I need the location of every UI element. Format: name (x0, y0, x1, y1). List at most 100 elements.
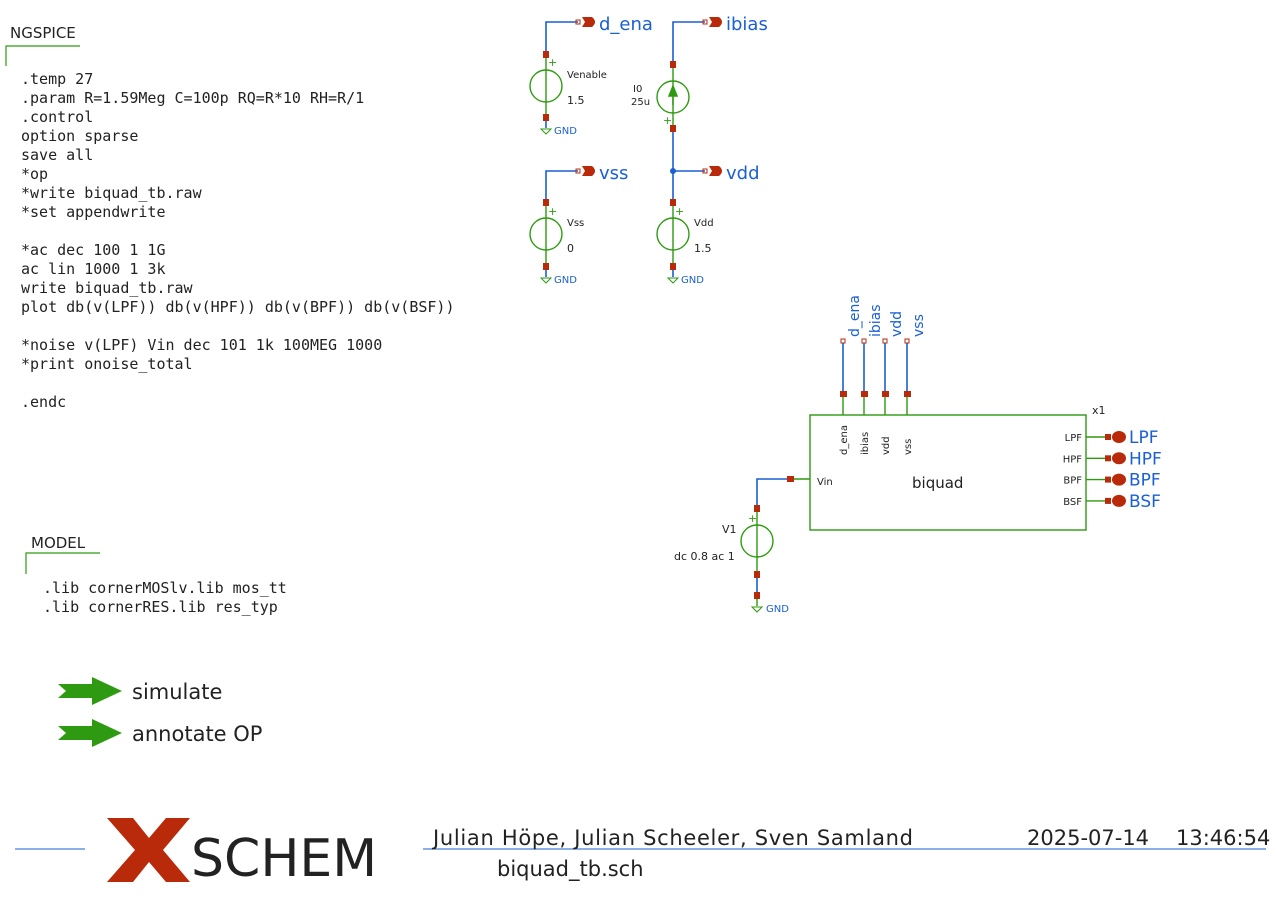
title-block: SCHEM Julian Höpe, Julian Scheeler, Sven… (15, 818, 1270, 889)
pin-d_ena (840, 391, 847, 397)
code-line: option sparse (21, 127, 138, 145)
vdd-name: Vdd (694, 218, 714, 229)
pin-label-bpf: BPF (1063, 476, 1082, 487)
net-label-bsf: BSF (1129, 492, 1161, 512)
net-label-ibias: ibias (868, 304, 884, 337)
pin-vdd (882, 391, 889, 397)
biquad-name: biquad (912, 474, 963, 492)
time: 13:46:54 (1176, 826, 1270, 850)
net-label-d_ena: d_ena (847, 295, 863, 337)
ngspice-code-block[interactable]: NGSPICE .temp 27.param R=1.59Meg C=100p … (5, 24, 454, 411)
pin-lpf (1105, 434, 1111, 440)
io-port-icon (1112, 452, 1126, 465)
output-port-icon (582, 17, 595, 27)
code-line: .endc (21, 393, 66, 411)
pin-label-d_ena: d_ena (839, 425, 850, 455)
vss-name: Vss (567, 218, 584, 229)
wire-vss (545, 170, 578, 202)
io-port-icon (1112, 494, 1126, 507)
ngspice-code-lines: .temp 27.param R=1.59Meg C=100p RQ=R*10 … (21, 70, 454, 411)
code-line: *set appendwrite (21, 203, 166, 221)
net-label-vdd: vdd (726, 163, 760, 184)
svg-text:GND: GND (681, 275, 704, 286)
pin-label-vdd: vdd (881, 436, 892, 455)
ngspice-bracket (5, 45, 80, 66)
svg-text:+: + (548, 56, 557, 69)
code-line: .temp 27 (21, 70, 93, 88)
i0-source[interactable]: ibias + I0 25u (631, 14, 768, 132)
code-line: plot db(v(LPF)) db(v(HPF)) db(v(BPF)) db… (21, 298, 454, 316)
instance-name: x1 (1092, 404, 1106, 417)
pin-label-lpf: LPF (1065, 433, 1083, 444)
code-line: write biquad_tb.raw (21, 279, 194, 297)
pin-label-vin: Vin (817, 477, 833, 488)
xschem-logo-text: SCHEM (191, 829, 377, 889)
net-label-vss: vss (911, 314, 927, 337)
voltage-source-icon (656, 217, 690, 251)
ground-icon (539, 277, 553, 284)
output-port-icon (709, 166, 722, 176)
pin-label-bsf: BSF (1063, 497, 1082, 508)
pin-bpf (1105, 476, 1111, 483)
v1-source[interactable]: + GND V1 dc 0.8 ac 1 (674, 478, 789, 615)
date: 2025-07-14 (1027, 826, 1149, 850)
net-label-hpf: HPF (1129, 449, 1162, 469)
pin-ibias (861, 391, 868, 397)
io-port-icon (1112, 473, 1126, 486)
authors: Julian Höpe, Julian Scheeler, Sven Samla… (431, 826, 913, 850)
annotate-op-launcher[interactable]: annotate OP (58, 719, 262, 747)
v1-value: dc 0.8 ac 1 (674, 550, 735, 563)
pin-vss (904, 391, 911, 397)
output-port-icon (709, 17, 722, 27)
output-port-icon (582, 166, 595, 176)
v1-name: V1 (722, 523, 737, 536)
net-label-pin (840, 338, 846, 344)
model-code-lines: .lib cornerMOSlv.lib mos_tt.lib cornerRE… (43, 579, 287, 616)
voltage-source-icon (740, 524, 774, 558)
net-label-ibias: ibias (726, 14, 768, 35)
vss-source[interactable]: vss + GND Vss 0 (529, 163, 628, 286)
code-line: .lib cornerRES.lib res_typ (43, 598, 278, 616)
svg-text:+: + (548, 205, 557, 218)
ground-icon (666, 277, 680, 284)
vss-value: 0 (567, 242, 574, 255)
net-label-d-ena: d_ena (599, 14, 653, 35)
simulate-launcher[interactable]: simulate (58, 677, 222, 705)
code-line: *noise v(LPF) Vin dec 101 1k 100MEG 1000 (21, 336, 382, 354)
xschem-logo-x (107, 818, 190, 882)
simulate-label: simulate (132, 680, 222, 704)
filename: biquad_tb.sch (497, 857, 644, 882)
net-label-bpf: BPF (1129, 471, 1161, 491)
io-port-icon (1112, 431, 1126, 443)
svg-text:+: + (675, 205, 684, 218)
net-label-vss: vss (599, 163, 628, 184)
biquad-instance[interactable]: x1 biquad d_enad_enaibiasibiasvddvddvssv… (787, 295, 1162, 531)
code-line: *op (21, 165, 48, 183)
voltage-source-icon (529, 217, 563, 251)
net-label-lpf: LPF (1129, 428, 1159, 448)
ngspice-title: NGSPICE (10, 24, 76, 42)
pin-hpf (1105, 455, 1111, 462)
pin-label-ibias: ibias (860, 432, 871, 455)
pin-bsf (1105, 497, 1111, 504)
svg-text:+: + (663, 114, 672, 127)
green-arrow-icon (58, 677, 122, 705)
wire-d-ena (545, 21, 578, 54)
i0-name: I0 (633, 84, 642, 95)
annotate-op-label: annotate OP (132, 722, 262, 746)
wire-vin (756, 478, 787, 505)
venable-source[interactable]: d_ena + GND Venable 1.5 (529, 14, 653, 137)
code-line: ac lin 1000 1 3k (21, 260, 166, 278)
net-label-pin (904, 338, 910, 344)
code-line: *ac dec 100 1 1G (21, 241, 166, 259)
code-line: *print onoise_total (21, 355, 193, 373)
vdd-source[interactable]: vdd + GND Vdd 1.5 (656, 132, 760, 286)
i0-value: 25u (631, 97, 650, 108)
model-code-block[interactable]: MODEL .lib cornerMOSlv.lib mos_tt.lib co… (25, 534, 287, 616)
code-line: save all (21, 146, 93, 164)
green-arrow-icon (58, 719, 122, 747)
net-label-pin (882, 338, 888, 344)
